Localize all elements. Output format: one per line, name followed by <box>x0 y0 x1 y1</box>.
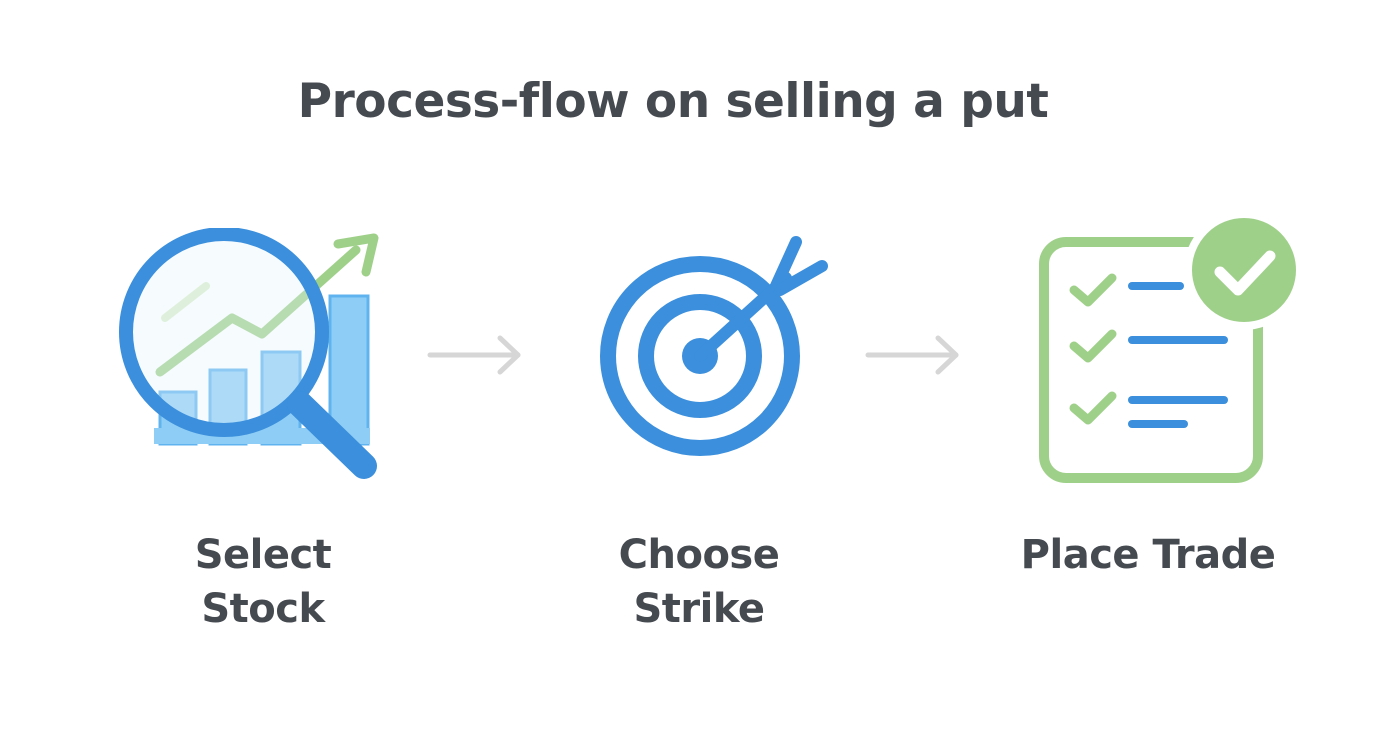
step-label-choose-strike: Choose Strike <box>574 528 824 636</box>
diagram-title: Process-flow on selling a put <box>297 74 1049 129</box>
step-label-line: Choose <box>618 532 780 578</box>
arrow-right-icon <box>427 335 521 375</box>
step-label-line: Place Trade <box>1020 532 1276 578</box>
step-label-select-stock: Select Stock <box>138 528 388 636</box>
checklist-icon <box>1039 210 1304 483</box>
magnifier-chart-icon <box>119 228 379 479</box>
target-icon <box>600 236 828 456</box>
step-label-place-trade: Place Trade <box>998 528 1298 582</box>
arrow-right-icon <box>865 335 959 375</box>
step-label-line: Stock <box>201 586 325 632</box>
step-label-line: Strike <box>633 586 765 632</box>
step-label-line: Select <box>194 532 332 578</box>
